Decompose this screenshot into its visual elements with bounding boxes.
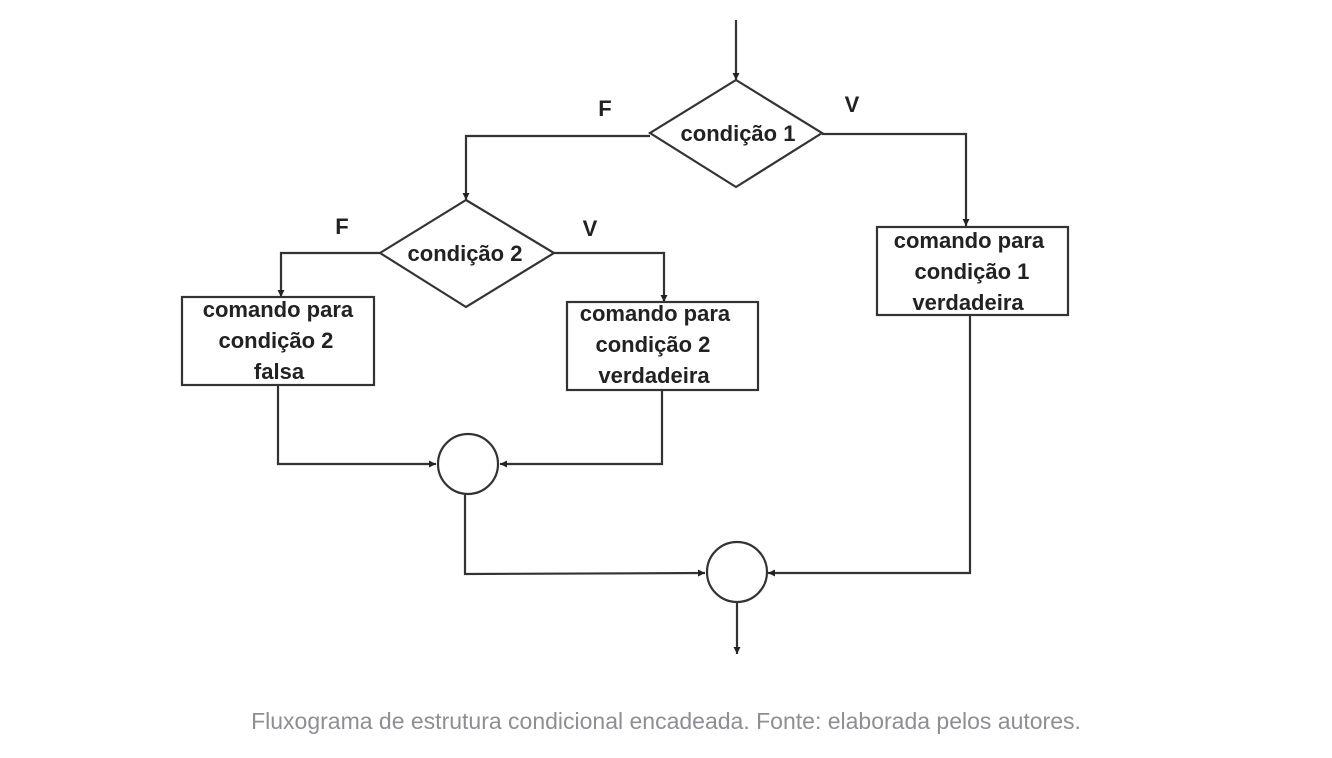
- process-c2-false-label: comando para condição 2 falsa: [203, 297, 360, 384]
- process-c1-true-box: [875, 225, 1070, 317]
- edge-label-c2-false: F: [335, 214, 348, 239]
- edge-join2-to-join1: [463, 495, 706, 577]
- edge-c2-false-to-join: [276, 386, 436, 468]
- figure-caption: Fluxograma de estrutura condicional enca…: [251, 708, 1081, 734]
- edge-c2-true-to-join: [500, 390, 664, 468]
- edge-c2-true: [554, 251, 668, 302]
- edge-label-c2-true: V: [583, 216, 598, 241]
- process-c2-false-line-3: falsa: [254, 359, 305, 384]
- process-c2-false-line-1: comando para: [203, 297, 354, 322]
- join-connector-inner: [436, 432, 500, 496]
- edge-c1-true-to-join1: [768, 315, 972, 577]
- process-c1-true-label: comando para condição 1 verdadeira: [894, 228, 1051, 315]
- process-c2-false-box: [180, 295, 376, 387]
- flowchart-diagram: condição 1 condição 2 comando para condi…: [180, 20, 1070, 654]
- process-c1-true-line-1: comando para: [894, 228, 1045, 253]
- edge-c1-true: [822, 132, 970, 226]
- process-c2-true-line-2: condição 2: [595, 332, 710, 357]
- process-c2-false-line-2: condição 2: [218, 328, 333, 353]
- join-connector-outer: [705, 540, 769, 604]
- process-c2-true-line-1: comando para: [580, 301, 731, 326]
- process-c2-true-label: comando para condição 2 verdadeira: [580, 301, 737, 388]
- edge-c2-false: [277, 251, 380, 297]
- process-c2-true-box: [565, 300, 760, 392]
- process-c1-true-line-3: verdadeira: [912, 290, 1024, 315]
- process-c1-true-line-2: condição 1: [914, 259, 1029, 284]
- decision-1-diamond: [647, 78, 825, 189]
- edge-label-c1-true: V: [845, 92, 860, 117]
- process-c2-true-line-3: verdadeira: [598, 363, 710, 388]
- decision-1-label: condição 1: [681, 121, 796, 146]
- edge-c1-false: [462, 134, 650, 200]
- decision-2-diamond: [377, 198, 557, 309]
- edge-label-c1-false: F: [598, 96, 611, 121]
- decision-2-label: condição 2: [408, 241, 523, 266]
